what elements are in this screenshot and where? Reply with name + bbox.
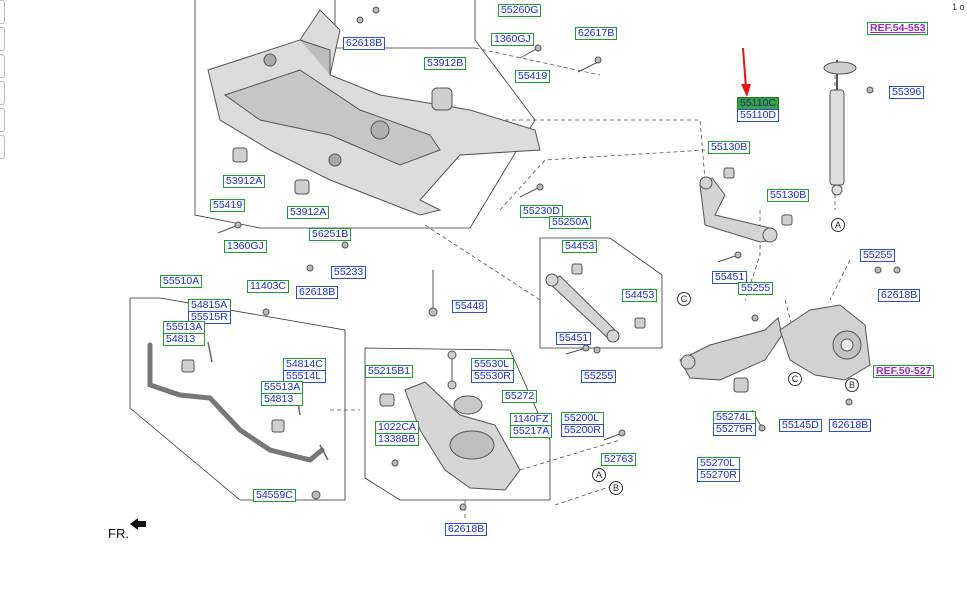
part-label-55396[interactable]: 55396 [889, 86, 925, 99]
part-label-54813[interactable]: 54813 [163, 333, 206, 346]
part-label-62618B[interactable]: 62618B [343, 37, 386, 50]
ref-circle-b: B [845, 378, 859, 392]
part-label-53912A[interactable]: 53912A [223, 175, 266, 188]
bushings [181, 87, 793, 433]
part-label-1360GJ[interactable]: 1360GJ [491, 33, 534, 46]
part-label-55217A[interactable]: 55217A [510, 425, 553, 438]
side-tab[interactable] [0, 81, 5, 105]
part-label-56251B[interactable]: 56251B [309, 228, 352, 241]
ref-circle-a: A [592, 468, 606, 482]
side-tab[interactable] [0, 0, 5, 24]
part-label-55260G[interactable]: 55260G [498, 4, 542, 17]
part-label-55130B[interactable]: 55130B [708, 141, 751, 154]
part-label-55215B1[interactable]: 55215B1 [365, 365, 414, 378]
part-label-55448[interactable]: 55448 [452, 300, 488, 313]
ref-circle-a: A [831, 218, 845, 232]
side-tab[interactable] [0, 135, 5, 159]
side-tab[interactable] [0, 54, 5, 78]
part-label-55510A[interactable]: 55510A [160, 275, 203, 288]
part-label-55230D[interactable]: 55230D [520, 205, 563, 218]
part-label-54813[interactable]: 54813 [261, 393, 304, 406]
part-label-53912A[interactable]: 53912A [287, 206, 330, 219]
part-label-55451[interactable]: 55451 [712, 271, 748, 284]
part-label-55255[interactable]: 55255 [860, 249, 896, 262]
ref-circle-b: B [609, 481, 623, 495]
part-label-52763[interactable]: 52763 [601, 453, 637, 466]
part-label-62618B[interactable]: 62618B [829, 419, 872, 432]
part-label-55530R[interactable]: 55530R [471, 370, 514, 383]
shock-absorber-drawing [823, 60, 857, 196]
trailing-arm-drawing [679, 317, 783, 381]
part-label-53912B[interactable]: 53912B [424, 57, 467, 70]
part-label-55419[interactable]: 55419 [210, 199, 246, 212]
group-outline-stabilizer [129, 297, 346, 501]
part-label-54559C[interactable]: 54559C [253, 489, 296, 502]
ref-circle-c: C [788, 372, 802, 386]
group-outline-lower-arm [364, 347, 551, 501]
part-label-55515R[interactable]: 55515R [188, 311, 231, 324]
part-label-1338BB[interactable]: 1338BB [375, 433, 419, 446]
part-label-55255[interactable]: 55255 [738, 282, 774, 295]
part-label-62618B[interactable]: 62618B [445, 523, 488, 536]
part-label-62618B[interactable]: 62618B [878, 289, 921, 302]
camber-link-drawing [699, 176, 778, 243]
part-label-62617B[interactable]: 62617B [575, 27, 618, 40]
part-label-55255[interactable]: 55255 [581, 370, 617, 383]
part-label-55451[interactable]: 55451 [556, 332, 592, 345]
pointer-arrow-head [741, 84, 751, 97]
part-label-1360GJ[interactable]: 1360GJ [224, 240, 267, 253]
part-label-11403C[interactable]: 11403C [247, 280, 290, 293]
part-label-62618B[interactable]: 62618B [296, 286, 339, 299]
part-label-55419[interactable]: 55419 [515, 70, 551, 83]
side-tab[interactable] [0, 27, 5, 51]
front-direction-label: FR. [108, 526, 129, 541]
bolts [217, 6, 901, 511]
side-tab[interactable] [0, 108, 5, 132]
crossmember-drawing [207, 9, 541, 216]
part-label-55513A[interactable]: 55513A [163, 321, 206, 334]
part-label-55514L[interactable]: 55514L [283, 370, 326, 383]
page-marker: 1 o [952, 2, 965, 12]
part-label-55130B[interactable]: 55130B [767, 189, 810, 202]
upper-arm-drawing [545, 273, 620, 343]
group-outline-upper-arm [539, 237, 663, 349]
part-label-55275R[interactable]: 55275R [713, 423, 756, 436]
part-label-55270R[interactable]: 55270R [697, 469, 740, 482]
part-label-55233[interactable]: 55233 [331, 266, 367, 279]
part-label-55110D[interactable]: 55110D [737, 109, 780, 122]
knuckle-drawing [779, 304, 871, 381]
ref-link-50-527[interactable]: REF.50-527 [873, 365, 935, 378]
part-label-55200R[interactable]: 55200R [561, 424, 604, 437]
group-outline-crossmember [194, 0, 536, 229]
part-label-55145D[interactable]: 55145D [779, 419, 822, 432]
lower-arm-drawing [404, 381, 521, 491]
browser-side-tabs [0, 0, 5, 270]
part-label-55250A[interactable]: 55250A [549, 216, 592, 229]
ref-circle-c: C [677, 292, 691, 306]
part-label-54453[interactable]: 54453 [562, 240, 598, 253]
front-arrow-icon [130, 518, 146, 530]
ref-link-54-553[interactable]: REF.54-553 [867, 22, 929, 35]
part-label-54453[interactable]: 54453 [622, 289, 658, 302]
end-link-drawing [447, 350, 457, 390]
part-label-55272[interactable]: 55272 [502, 390, 538, 403]
stabilizer-bar-drawing [147, 342, 325, 463]
